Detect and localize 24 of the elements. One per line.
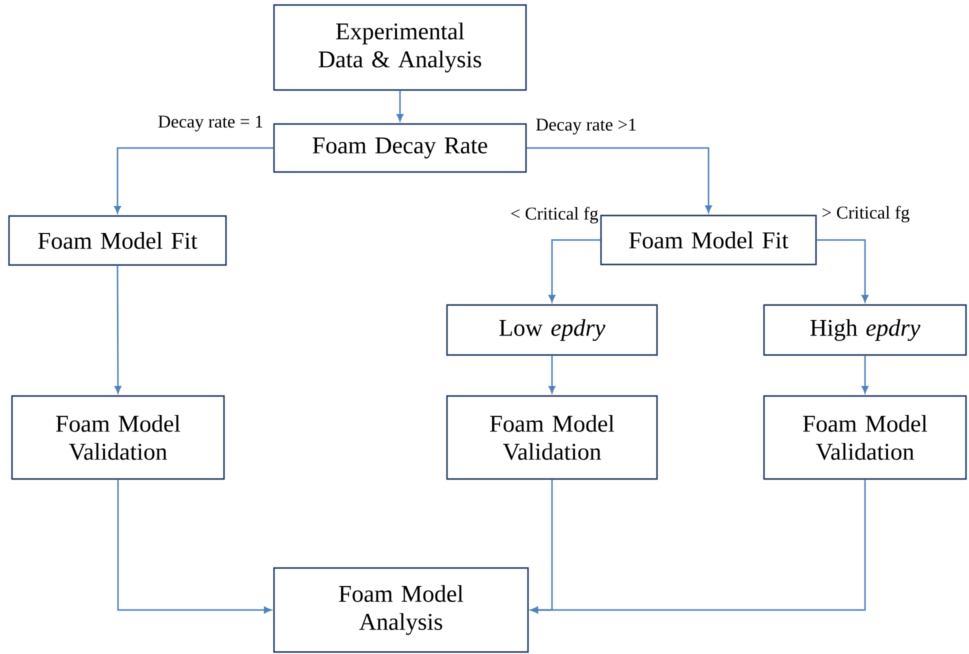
arrow <box>862 356 868 394</box>
edge-label: Decay rate = 1 <box>158 116 262 132</box>
arrow <box>526 147 712 213</box>
edge-label: < Critical fg <box>511 206 598 224</box>
arrow <box>396 90 404 122</box>
arrow <box>530 480 866 614</box>
process-box: Foam Model Fit <box>600 214 817 266</box>
arrow <box>548 239 600 302</box>
process-box: Low epdry <box>446 304 658 356</box>
process-box: Foam Model Fit <box>8 215 227 266</box>
process-box: Foam Model Validation <box>11 395 225 480</box>
process-box: Foam Decay Rate <box>273 123 527 173</box>
edge-label: > Critical fg <box>822 206 910 222</box>
process-box: Experimental Data & Analysis <box>273 4 527 91</box>
arrow <box>548 356 556 394</box>
arrow <box>816 239 868 302</box>
arrow <box>114 266 122 394</box>
arrow <box>114 147 274 214</box>
process-box: High epdry <box>763 304 967 356</box>
process-box: Foam Model Validation <box>446 395 658 480</box>
edge-label: Decay rate >1 <box>536 118 636 134</box>
process-box: Foam Model Validation <box>763 395 967 480</box>
arrow <box>117 480 272 614</box>
process-box: Foam Model Analysis <box>273 567 529 653</box>
